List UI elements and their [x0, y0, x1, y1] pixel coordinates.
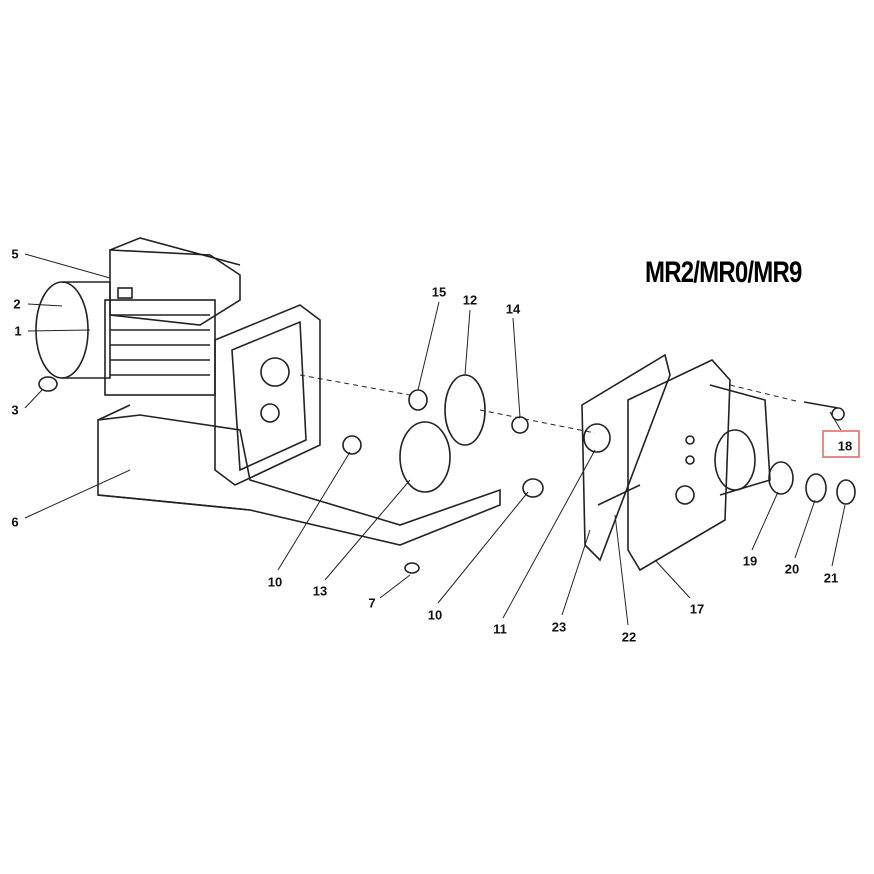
- part-label[interactable]: 11: [493, 621, 507, 637]
- part-label[interactable]: 15: [431, 284, 447, 300]
- motor: [35, 237, 241, 396]
- part-label[interactable]: 5: [11, 246, 19, 262]
- part-label[interactable]: 2: [13, 296, 21, 312]
- part-label[interactable]: 10: [267, 574, 283, 590]
- gears: [38, 374, 611, 574]
- base: [97, 404, 501, 546]
- part-label[interactable]: 1: [14, 323, 22, 339]
- part-label[interactable]: 10: [427, 607, 443, 623]
- part-label[interactable]: 7: [368, 595, 376, 611]
- part-label[interactable]: 14: [505, 301, 521, 317]
- part-label[interactable]: 6: [11, 514, 19, 530]
- part-label[interactable]: 20: [784, 561, 800, 577]
- cover-plates: [581, 353, 856, 572]
- part-label[interactable]: 12: [462, 292, 478, 308]
- part-label[interactable]: 23: [551, 619, 567, 635]
- part-label-highlighted[interactable]: 18: [837, 438, 853, 454]
- leader-lines: [24, 253, 846, 626]
- model-title: MR2/MR0/MR9: [645, 256, 802, 289]
- part-label[interactable]: 13: [312, 583, 328, 599]
- gearbox-housing: [214, 304, 321, 486]
- part-label[interactable]: 17: [689, 601, 705, 617]
- part-label[interactable]: 21: [823, 570, 839, 586]
- part-label[interactable]: 3: [11, 402, 19, 418]
- part-label[interactable]: 22: [621, 629, 637, 645]
- part-label[interactable]: 19: [742, 553, 758, 569]
- dashed-axes: [299, 374, 801, 434]
- highlight-box-part-18: [822, 430, 860, 458]
